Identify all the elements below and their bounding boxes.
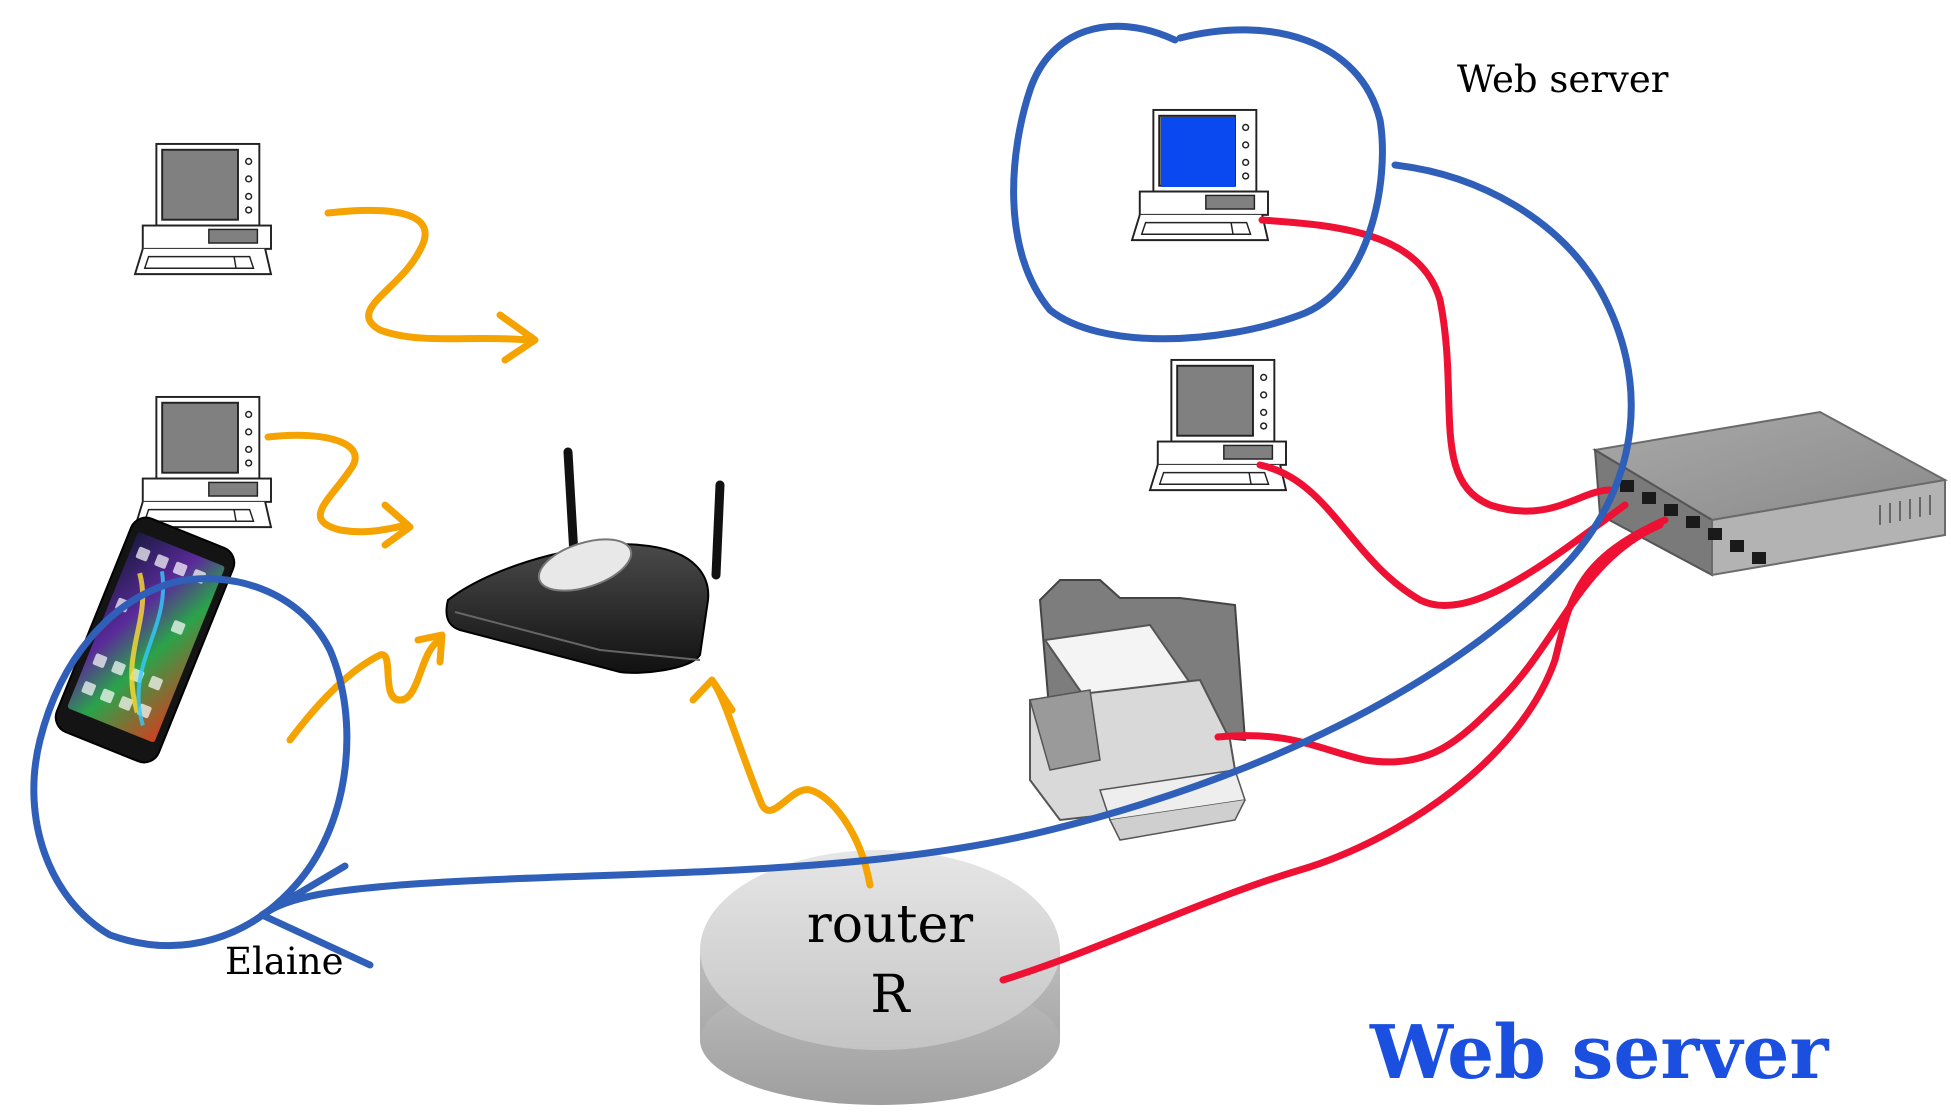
web-server-title: Web server [1370,1010,1829,1096]
computer-icon [134,142,272,276]
printer [1029,579,1247,841]
wireless-link-pc1 [324,206,534,344]
wifi-router-icon [445,447,725,674]
circle-elaine [30,575,351,949]
wireless-link-pc2 [264,431,412,536]
wireless-link-router [711,681,874,889]
computer-icon [134,395,272,529]
computer-icon [1149,358,1287,492]
phone-icon [54,516,236,764]
ethernet-switch [1592,410,1949,577]
elaine-label: Elaine [225,940,344,983]
cable-webserver-switch [1258,216,1614,515]
router [700,850,1060,1105]
arrowhead [258,862,374,969]
cable-desktop3-switch [1256,461,1629,609]
router-label-line2: R [870,965,910,1025]
wireless-link-phone [286,636,444,744]
smartphone [54,516,236,764]
cable-printer-switch [1214,521,1664,766]
web-server-computer [1131,108,1269,242]
circle-web-server [1010,22,1386,343]
desktop-computer-2 [134,395,272,529]
arrowhead [496,311,539,364]
web-server-label: Web server [1457,58,1669,101]
wireless-access-point [445,447,725,674]
arrowhead [381,501,414,549]
desktop-computer-3 [1149,358,1287,492]
arrowhead [414,631,446,666]
router-icon [700,850,1060,1105]
router-label-line1: router [806,895,974,955]
wireless-links [264,206,874,889]
switch-icon [1592,410,1949,577]
cable-router-switch [999,516,1669,984]
response-path-arrow [258,161,1635,919]
arrowhead [689,676,736,714]
desktop-computer-1 [134,142,272,276]
router-label: router R [805,890,975,1030]
printer-icon [1029,579,1247,841]
computer-icon [1131,108,1269,242]
annotations [30,22,1635,969]
